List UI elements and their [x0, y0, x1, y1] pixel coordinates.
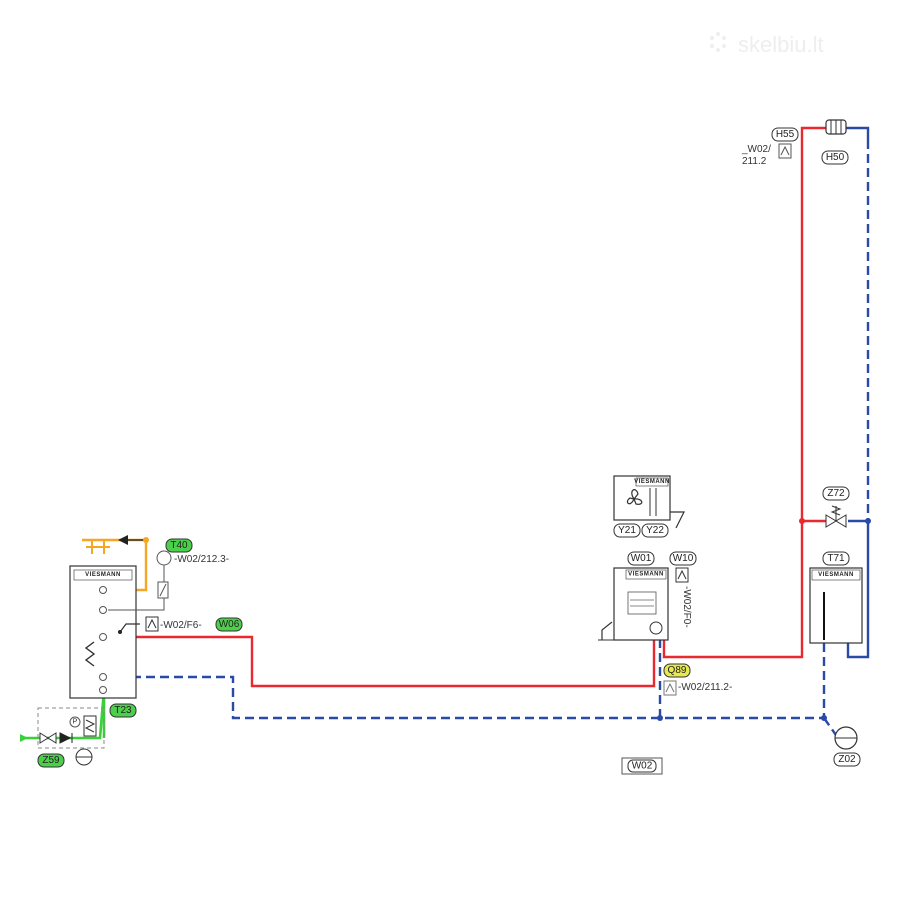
heat-pump-indoor-unit: VIESMANN	[598, 567, 669, 641]
expansion-vessel-icon	[834, 726, 858, 750]
tag-z02: Z02	[833, 752, 861, 767]
coil-heat-exchanger-icon	[84, 641, 96, 667]
return-pipe-radiator-top	[846, 126, 870, 140]
storage-tank-brand: VIESMANN	[85, 572, 121, 578]
svg-text:H50: H50	[826, 152, 845, 163]
return-pipe-buffer-side	[846, 519, 870, 659]
overflow-valve-icon	[825, 505, 847, 528]
h55-ref-line-1: _W02/	[741, 144, 771, 155]
buffer-tank: VIESMANN	[809, 567, 863, 644]
fan-icon	[626, 489, 643, 505]
tag-t71: T71	[822, 551, 850, 566]
buffer-tank-brand: VIESMANN	[818, 572, 854, 578]
radiator-icon	[825, 119, 847, 135]
room-sensor-icon	[778, 143, 792, 159]
sensor-well-point	[118, 630, 122, 634]
tag-w01: W01	[627, 551, 655, 566]
svg-text:W10: W10	[673, 553, 694, 564]
tag-h55: H55	[771, 127, 799, 142]
tag-y21: Y21	[613, 523, 641, 538]
return-junction-right	[865, 518, 871, 524]
watermark: skelbiu.lt	[710, 32, 824, 57]
w10-ref: -W02/F0-	[681, 586, 692, 628]
hot-water-taps-icon	[86, 540, 110, 554]
tag-w10: W10	[669, 551, 697, 566]
watermark-text: skelbiu.lt	[738, 32, 824, 57]
svg-text:W06: W06	[219, 619, 240, 630]
connection-cold-water	[99, 686, 107, 694]
sensor-q89-symbol-icon	[665, 682, 675, 693]
pressure-gauge-icon	[69, 716, 81, 728]
tag-w06: W06	[215, 617, 243, 632]
connection-hot-water	[99, 586, 107, 594]
svg-text:Z72: Z72	[827, 488, 845, 499]
tag-t40: T40	[165, 538, 193, 553]
svg-text:H55: H55	[776, 129, 795, 140]
tag-y22: Y22	[641, 523, 669, 538]
circulation-connection-line	[108, 600, 165, 611]
tag-h50: H50	[821, 150, 849, 165]
supply-junction	[799, 518, 805, 524]
cold-water-inlet-arrow-icon	[20, 734, 28, 742]
sensor-well-line	[119, 623, 140, 633]
w06-ref: -W02/F6-	[160, 620, 202, 631]
tag-z72: Z72	[822, 486, 850, 501]
t40-ref: -W02/212.3-	[174, 554, 229, 565]
tag-t23: T23	[109, 703, 137, 718]
sensor-q89-icon	[663, 680, 677, 696]
svg-text:Y21: Y21	[618, 525, 636, 536]
supply-pipe-heatpump-to-radiator	[662, 126, 828, 659]
svg-text:T71: T71	[827, 553, 845, 564]
connection-circulation	[99, 606, 107, 614]
hot-water-junction	[143, 537, 149, 543]
connection-return	[99, 673, 107, 681]
dhw-sensor-icon	[145, 616, 159, 632]
q89-ref: -W02/211.2-	[678, 682, 732, 693]
room-sensor-symbol-icon	[780, 145, 790, 156]
svg-text:Q89: Q89	[668, 665, 687, 676]
outdoor-unit-brand: VIESMANN	[634, 479, 670, 485]
return-junction-buffer	[821, 715, 827, 721]
return-pipe-tank	[104, 675, 824, 720]
circulation-pump-icon	[649, 621, 663, 635]
indoor-unit-brand: VIESMANN	[628, 572, 664, 578]
svg-text:Z59: Z59	[42, 755, 60, 766]
watermark-logo-icon	[710, 32, 726, 52]
h55-ref-line-2: 211.2	[742, 156, 767, 167]
tag-q89: Q89	[663, 663, 691, 678]
tag-z59: Z59	[37, 753, 65, 768]
svg-text:T23: T23	[114, 705, 132, 716]
sheet-marker-w02: W02	[621, 757, 663, 775]
svg-text:Y22: Y22	[646, 525, 664, 536]
connection-supply	[99, 633, 107, 641]
pressure-gauge-symbol: P	[73, 719, 78, 726]
return-junction-heatpump	[657, 715, 663, 721]
heat-exchanger-icon	[627, 591, 657, 615]
svg-text:Z02: Z02	[838, 754, 856, 765]
outdoor-unit: VIESMANN	[613, 475, 685, 529]
supply-pipe-tank-to-heatpump	[104, 635, 656, 688]
svg-text:T40: T40	[170, 540, 188, 551]
dhw-sensor-symbol-icon	[147, 618, 157, 629]
circulation-arrow-icon	[118, 535, 128, 545]
dhw-circulation-pump-icon	[156, 550, 172, 566]
svg-text:W02: W02	[632, 761, 653, 772]
hot-water-storage-tank: VIESMANN	[69, 565, 137, 699]
safety-valve-group: P	[37, 707, 105, 766]
flow-sensor-w10-icon	[675, 567, 689, 583]
svg-text:W01: W01	[631, 553, 652, 564]
